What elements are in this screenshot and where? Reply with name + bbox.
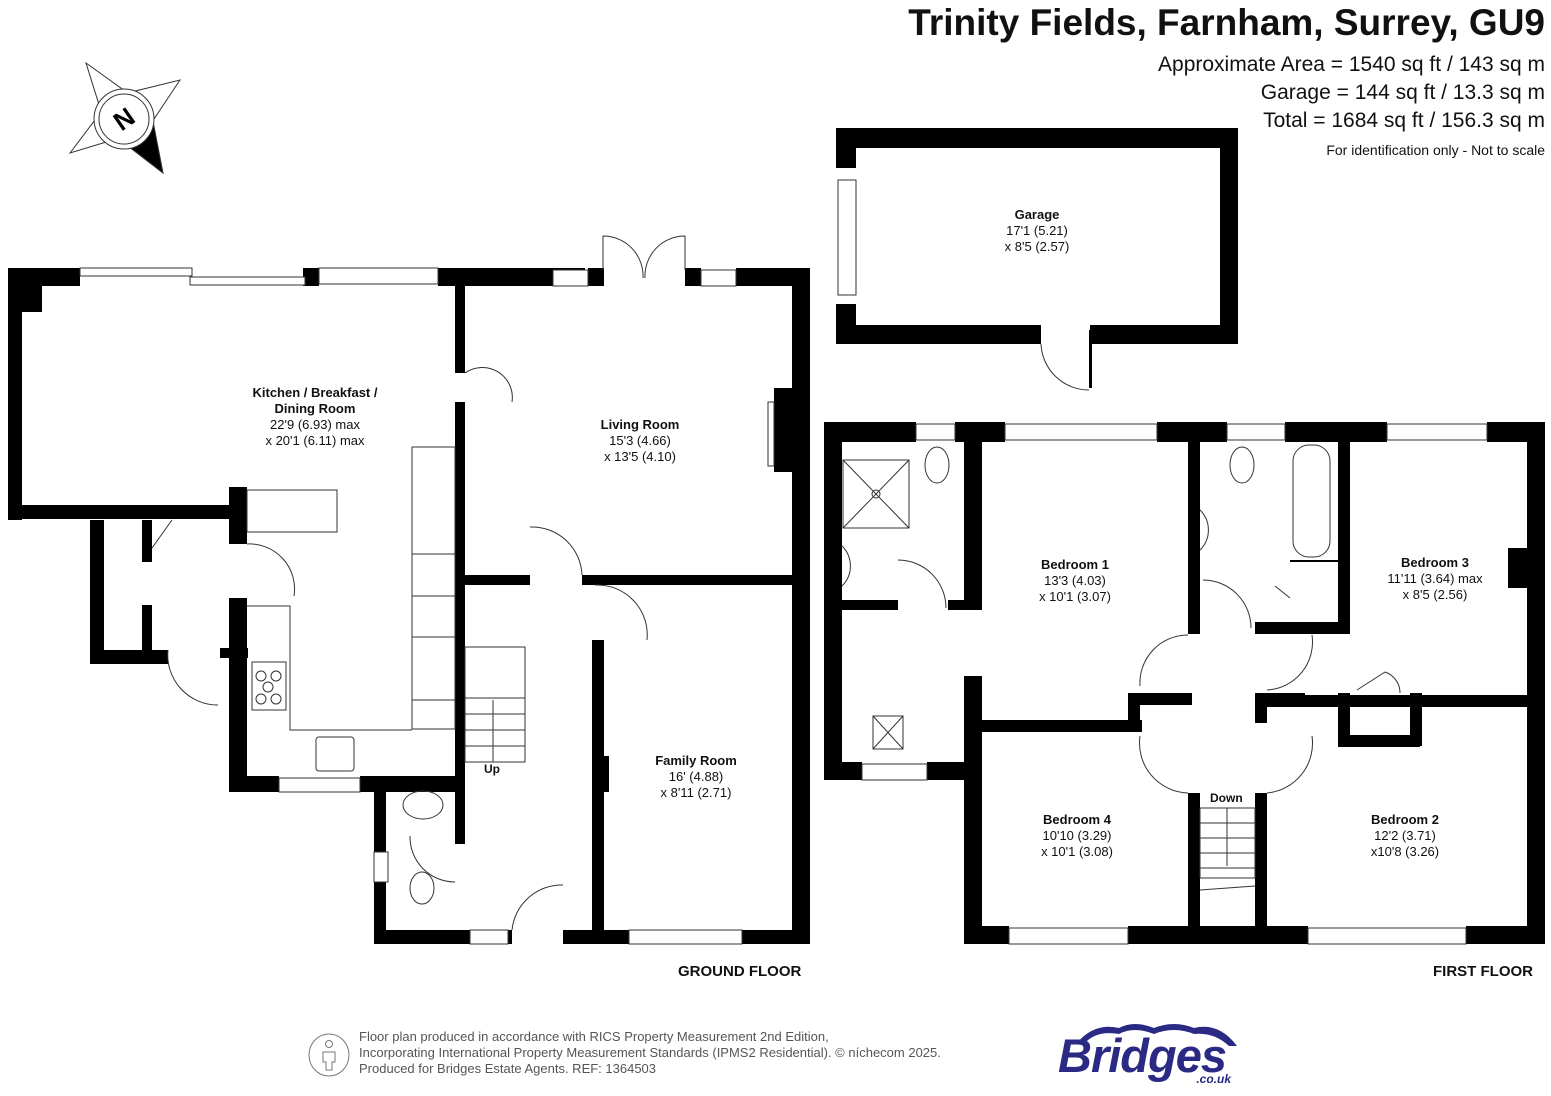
room-name: Living Room [600,417,680,432]
room-bedroom-4: Bedroom 4 10'10 (3.29) x 10'1 (3.08) [1041,812,1113,860]
room-dimension: x 8'5 (2.56) [1402,587,1468,602]
room-dimension: 15'3 (4.66) [609,433,671,448]
room-family-room: Family Room 16' (4.88) x 8'11 (2.71) [655,753,737,801]
room-bedroom-2: Bedroom 2 12'2 (3.71) x10'8 (3.26) [1371,812,1439,860]
room-name: Bedroom 3 [1401,555,1469,570]
fixtures [151,235,1401,931]
room-dimension: 12'2 (3.71) [1374,828,1436,843]
north-compass-icon: N [68,61,182,175]
logo-domain: .co.uk [1196,1072,1231,1086]
room-name-line2: Dining Room [274,401,356,416]
room-dimension: x10'8 (3.26) [1370,844,1440,859]
approximate-area: Approximate Area = 1540 sq ft / 143 sq m [1158,53,1545,76]
room-dimension: 13'3 (4.03) [1044,573,1106,588]
ground-floor-label: GROUND FLOOR [678,963,802,980]
room-dimension: 16' (4.88) [668,769,724,784]
room-dimension: x 8'5 (2.57) [1004,239,1070,254]
stairs-down-label: Down [1210,791,1243,805]
garage-area: Garage = 144 sq ft / 13.3 sq m [1260,81,1545,104]
room-name: Garage [1014,207,1060,222]
room-name: Family Room [655,753,737,768]
room-dimension: x 13'5 (4.10) [604,449,676,464]
total-area: Total = 1684 sq ft / 156.3 sq m [1263,109,1545,132]
bridges-arches-icon [1076,1024,1237,1046]
room-dimension: 22'9 (6.93) max [270,417,360,432]
room-garage: Garage 17'1 (5.21) x 8'5 (2.57) [1005,207,1070,255]
room-name: Kitchen / Breakfast / [252,385,378,400]
room-dimension: 10'10 (3.29) [1042,828,1112,843]
footer-disclaimer: Floor plan produced in accordance with R… [359,1029,941,1077]
room-dimension: x 10'1 (3.07) [1039,589,1111,604]
room-name: Bedroom 4 [1043,812,1111,827]
room-bedroom-1: Bedroom 1 13'3 (4.03) x 10'1 (3.07) [1039,557,1111,605]
footer-line: Produced for Bridges Estate Agents. REF:… [359,1061,657,1076]
property-title: Trinity Fields, Farnham, Surrey, GU9 [908,2,1545,43]
bridges-logo: Bridges .co.uk [1056,1018,1241,1086]
person-info-icon [308,1033,350,1077]
walls [8,128,1545,944]
windows [79,179,1488,945]
room-kitchen-breakfast-dining: Kitchen / Breakfast / Dining Room 22'9 (… [253,385,378,449]
room-dimension: x 10'1 (3.08) [1041,844,1113,859]
room-name: Bedroom 1 [1041,557,1109,572]
room-living-room: Living Room 15'3 (4.66) x 13'5 (4.10) [601,417,680,465]
stairs-up-label: Up [484,762,500,776]
room-dimension: 17'1 (5.21) [1006,223,1068,238]
footer-line: Floor plan produced in accordance with R… [359,1029,829,1044]
room-dimension: x 20'1 (6.11) max [265,433,365,448]
room-dimension: 11'11 (3.64) max [1387,571,1483,586]
footer-line: Incorporating International Property Mea… [359,1045,941,1060]
logo-wordmark: Bridges [1058,1029,1227,1082]
room-bedroom-3: Bedroom 3 11'11 (3.64) max x 8'5 (2.56) [1387,555,1482,603]
room-name: Bedroom 2 [1371,812,1439,827]
scale-disclaimer: For identification only - Not to scale [1326,142,1545,158]
room-dimension: x 8'11 (2.71) [660,785,732,800]
first-floor-label: FIRST FLOOR [1433,963,1533,980]
